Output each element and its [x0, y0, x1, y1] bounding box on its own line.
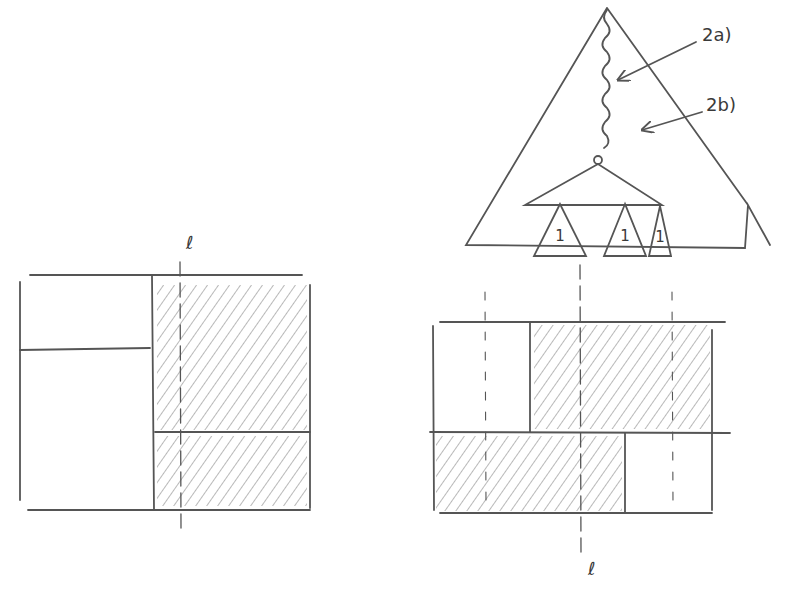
subtree-triangle: 1 — [533, 203, 587, 257]
line-label: ℓ — [184, 232, 195, 253]
tree-vertex — [594, 156, 602, 164]
subtree-label: 1 — [555, 227, 565, 245]
left-rectangle — [20, 262, 310, 528]
callout-arrow — [618, 42, 696, 80]
line-label: ℓ — [586, 558, 597, 579]
tree-path — [602, 10, 609, 148]
tree-outline — [466, 8, 770, 248]
subtree-triangle: 1 — [603, 203, 647, 257]
subtree-outline — [525, 164, 662, 205]
callout-number: 2b) — [704, 94, 738, 115]
subtree-triangle: 1 — [648, 205, 672, 257]
callout-arrow — [642, 112, 702, 130]
right-rectangle — [430, 265, 730, 555]
subtree-label: 1 — [655, 228, 665, 246]
subtree-label: 1 — [620, 227, 630, 245]
callout-number: 2a) — [700, 24, 734, 45]
